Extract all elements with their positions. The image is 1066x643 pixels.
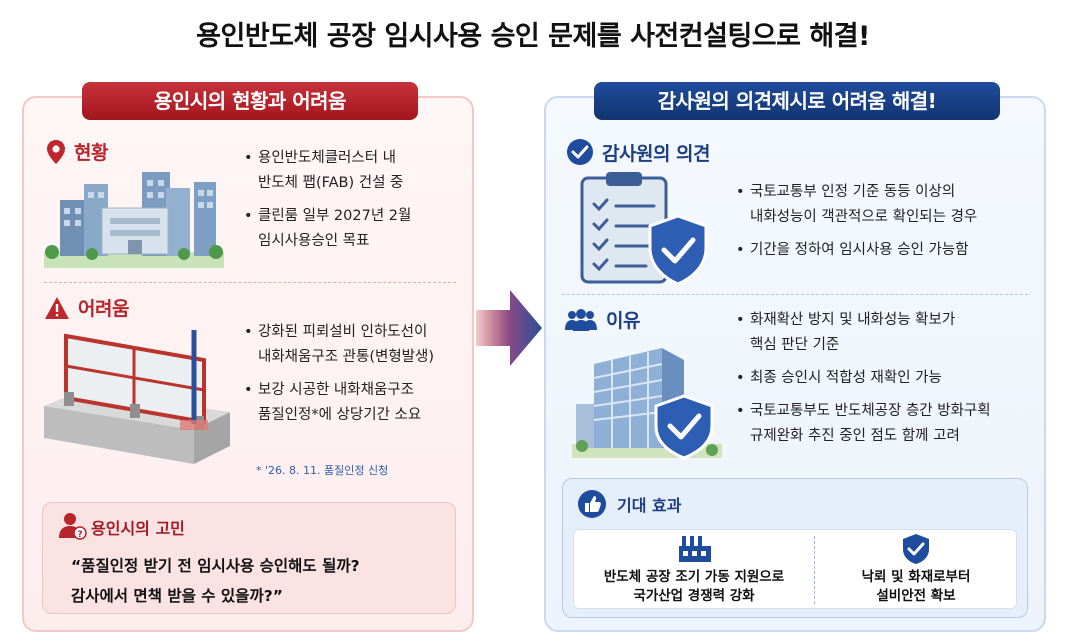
office-building-shield-illustration (572, 348, 722, 460)
worried-person-icon: ? (59, 513, 87, 540)
expected-effects-box: 기대 효과 반도체 공장 조기 가동 지원으로 국가산업 경쟁력 강화 (562, 478, 1028, 618)
effect-text: 반도체 공장 조기 가동 지원으로 국가산업 경쟁력 강화 (603, 569, 785, 604)
concern-title: 용인시의 고민 (91, 519, 185, 538)
list-item: •화재확산 방지 및 내화성능 확보가 핵심 판단 기준 (736, 312, 956, 353)
warning-icon (45, 296, 69, 319)
shield-check-icon (903, 534, 929, 564)
status-bullets: •용인반도체클러스터 내 반도체 팹(FAB) 건설 중 •클린룸 일부 202… (244, 146, 464, 262)
section-divider (562, 294, 1028, 295)
list-item: •국토교통부 인정 기준 동등 이상의 내화성능이 객관적으로 확인되는 경우 (736, 184, 978, 225)
right-panel-header: 감사원의 의견제시로 어려움 해결! (594, 82, 1000, 120)
current-situation-panel: 용인시의 현황과 어려움 현황 •용인반도체클러 (22, 82, 474, 632)
list-item: •국토교통부도 반도체공장 층간 방화구획 규제완화 추진 중인 점도 함께 고… (736, 403, 991, 444)
location-pin-icon (47, 139, 65, 164)
check-circle-icon (567, 139, 593, 165)
opinion-section-title: 감사원의 의견 (566, 138, 711, 166)
effect-text: 낙뢰 및 화재로부터 설비안전 확보 (861, 569, 971, 604)
people-group-icon (565, 308, 597, 331)
list-item: •기간을 정하여 임시사용 승인 가능함 (736, 242, 969, 258)
concern-quote: “품질인정 받기 전 임시사용 승인해도 될까? 감사에서 면책 받을 수 있을… (71, 557, 360, 605)
clipboard-shield-illustration (580, 172, 708, 286)
section-divider (44, 282, 456, 283)
fireproof-structure-illustration (44, 330, 230, 464)
effects-divider (814, 536, 815, 604)
effects-title: 기대 효과 (617, 496, 682, 515)
status-section-title: 현황 (46, 138, 108, 165)
concern-box: ? 용인시의 고민 “품질인정 받기 전 임시사용 승인해도 될까? 감사에서 … (42, 502, 456, 614)
audit-opinion-panel: 감사원의 의견제시로 어려움 해결! 감사원의 의견 •국토교통부 인정 기준 … (544, 82, 1046, 632)
list-item: •강화된 피뢰설비 인하도선이 내화채움구조 관통(변형발생) (244, 324, 435, 365)
reason-title: 이유 (606, 310, 640, 332)
factory-icon (679, 536, 711, 562)
reason-bullets: •화재확산 방지 및 내화성능 확보가 핵심 판단 기준 •최종 승인시 적합성… (736, 308, 1040, 457)
list-item: •용인반도체클러스터 내 반도체 팹(FAB) 건설 중 (244, 150, 404, 191)
svg-text:?: ? (77, 530, 82, 540)
status-title: 현황 (74, 142, 108, 164)
effects-list: 반도체 공장 조기 가동 지원으로 국가산업 경쟁력 강화 낙뢰 및 화재로부터… (573, 529, 1017, 609)
effects-header: 기대 효과 (577, 489, 681, 519)
opinion-bullets: •국토교통부 인정 기준 동등 이상의 내화성능이 객관적으로 확인되는 경우 … (736, 180, 1036, 271)
difficulty-bullets: •강화된 피뢰설비 인하도선이 내화채움구조 관통(변형발생) •보강 시공한 … (244, 320, 464, 436)
reason-section-title: 이유 (564, 306, 640, 333)
right-arrow-icon (476, 290, 542, 366)
left-panel-header: 용인시의 현황과 어려움 (82, 82, 418, 120)
quality-cert-note: * '26. 8. 11. 품질인정 신청 (256, 464, 389, 477)
list-item: •보강 시공한 내화채움구조 품질인정*에 상당기간 소요 (244, 382, 422, 423)
page-title: 용인반도체 공장 임시사용 승인 문제를 사전컨설팅으로 해결! (196, 21, 870, 52)
effect-item: 낙뢰 및 화재로부터 설비안전 확보 (814, 530, 1018, 610)
list-item: •클린룸 일부 2027년 2월 임시사용승인 목표 (244, 208, 412, 249)
opinion-title: 감사원의 의견 (602, 142, 711, 165)
city-buildings-illustration (44, 172, 224, 268)
difficulty-title: 어려움 (78, 298, 129, 320)
thumbs-up-icon (578, 490, 606, 518)
list-item: •최종 승인시 적합성 재확인 가능 (736, 370, 942, 386)
difficulty-section-title: 어려움 (44, 294, 129, 321)
effect-item: 반도체 공장 조기 가동 지원으로 국가산업 경쟁력 강화 (574, 530, 814, 610)
